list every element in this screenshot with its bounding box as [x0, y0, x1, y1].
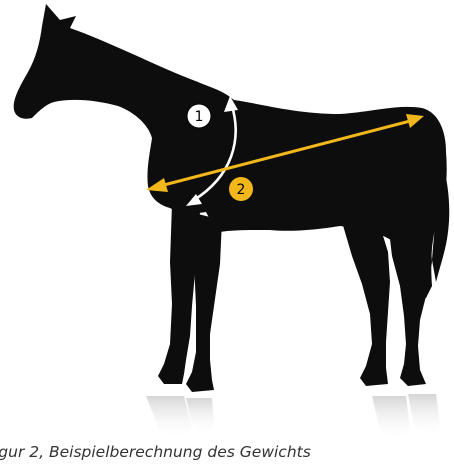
marker-1: 1	[187, 104, 211, 128]
figure-caption: igur 2, Beispielberechnung des Gewichts	[0, 443, 454, 461]
marker-2: 2	[229, 177, 253, 201]
horse-silhouette	[14, 4, 450, 392]
marker-1-label: 1	[195, 109, 204, 125]
leg-hind-right	[388, 222, 432, 386]
reflection-front-left	[146, 396, 192, 440]
marker-2-label: 2	[237, 182, 246, 198]
reflection-hind-left	[372, 396, 410, 442]
leg-hind-left	[342, 222, 390, 386]
hoof-reflections	[146, 394, 440, 442]
leg-front-left	[158, 204, 200, 384]
reflection-front-right	[186, 398, 214, 436]
reflection-hind-right	[408, 394, 440, 438]
